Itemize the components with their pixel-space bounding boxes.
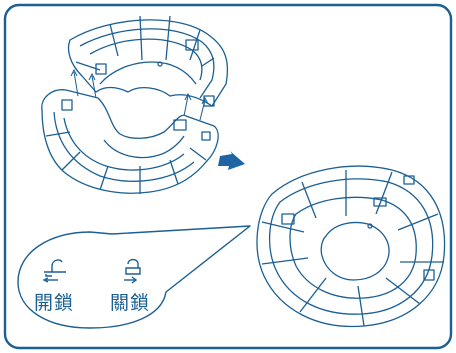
assembled-part <box>256 165 446 328</box>
locked-padlock-icon <box>124 258 141 284</box>
callout-bubble <box>17 225 251 329</box>
unlocked-padlock-icon <box>42 259 66 283</box>
upper-half-part <box>67 15 229 107</box>
lock-label: 關鎖 <box>110 292 151 314</box>
assembly-arrows <box>70 68 209 121</box>
direction-arrow-icon <box>218 151 245 170</box>
unlock-label: 開鎖 <box>34 292 75 314</box>
lower-half-part <box>41 89 219 194</box>
